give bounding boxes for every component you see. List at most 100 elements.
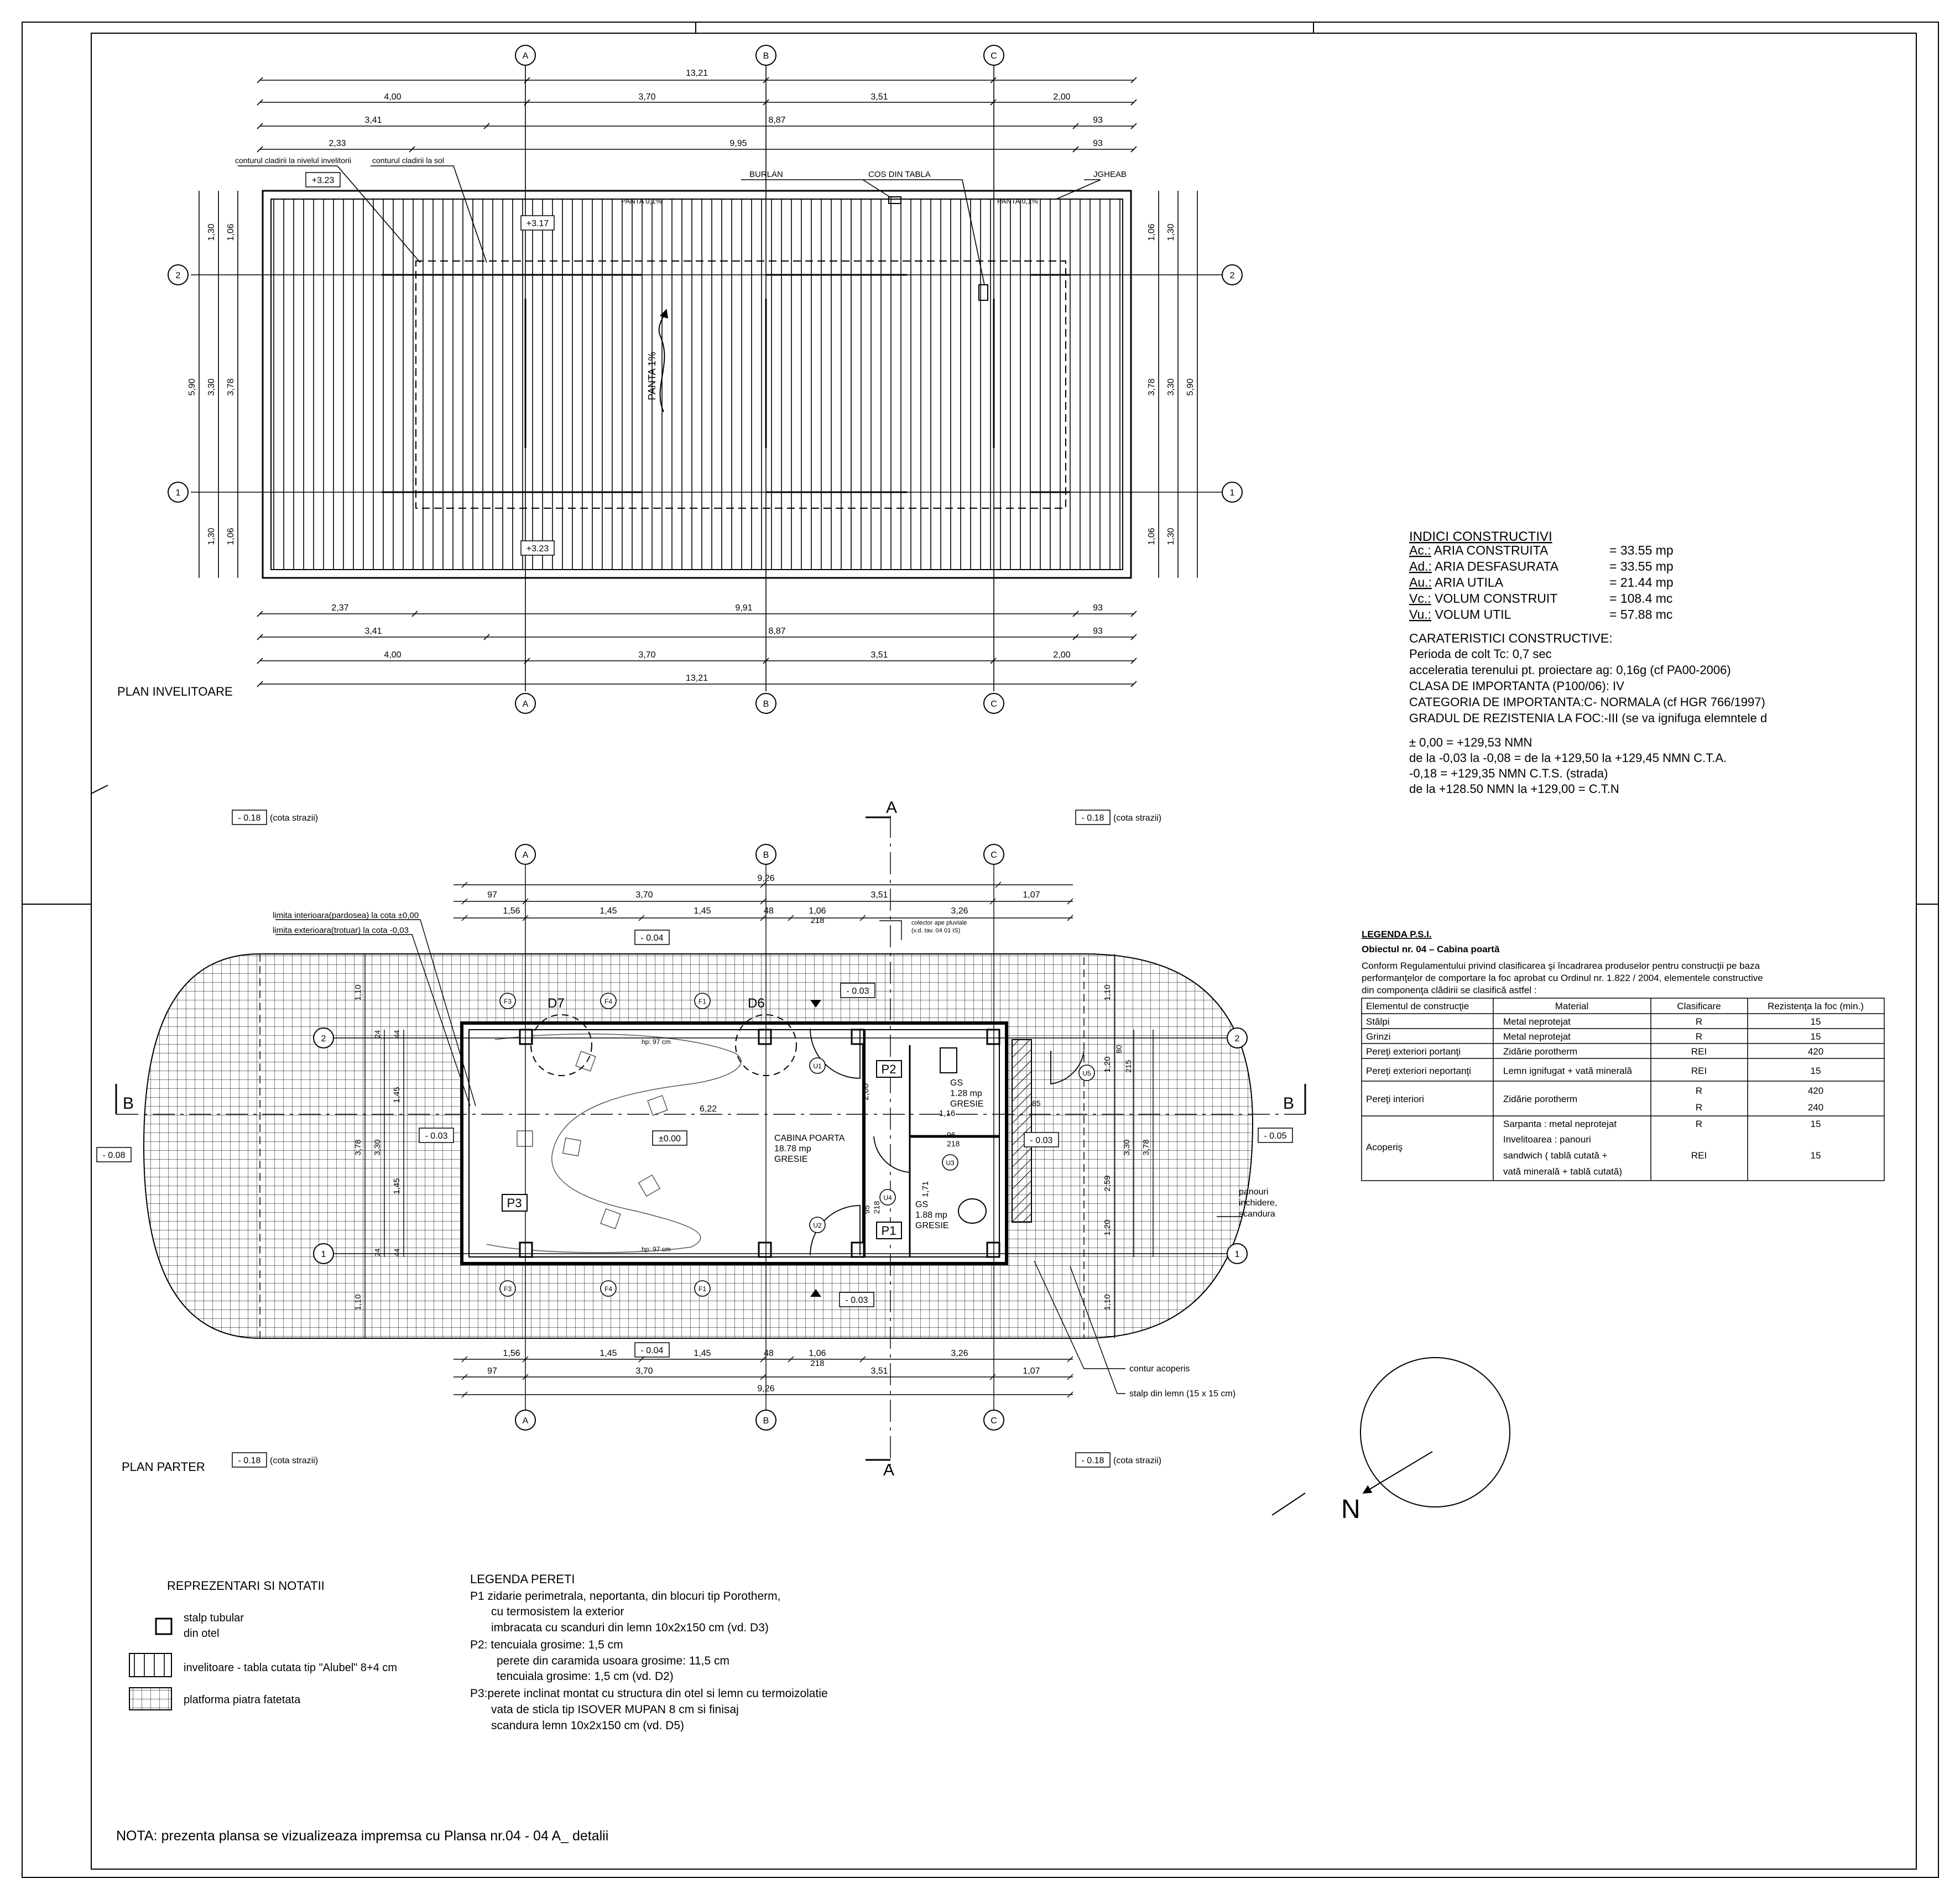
ground-plan: D7 D6 A A B B CABINA POARTA 18.78 mp GRE… (96, 799, 1306, 1479)
level-tag: - 0.04 (634, 1342, 670, 1358)
svg-text:- 0.18: - 0.18 (1082, 813, 1104, 823)
level-tag: - 0.18 (cota strazii) (232, 810, 318, 825)
roof-dim: 2,33 (329, 139, 346, 148)
level-tag: - 0.05 (1258, 1128, 1293, 1143)
ground-grid-lines (116, 816, 1305, 1465)
roof-level-3: +3.23 (520, 540, 555, 556)
detail-circle-d7 (530, 1014, 592, 1076)
room-dim: 95 (862, 1205, 871, 1214)
svg-text:B: B (763, 1416, 769, 1426)
svg-text:(cota strazii): (cota strazii) (1113, 813, 1161, 823)
ground-dim-side: 2,59 (1103, 1175, 1112, 1191)
door-swings (810, 1028, 1085, 1256)
collector-label: colector ape pluviale (911, 920, 967, 926)
cote-line: de la -0,03 la -0,08 = de la +129,50 la … (1409, 751, 1727, 765)
roof-dim-side: 1,30 (1166, 528, 1176, 545)
roof-dims-bottom (257, 611, 1137, 687)
roof-outer-outline (262, 190, 1132, 579)
pereti-legend: LEGENDA PERETI P1 zidarie perimetrala, n… (470, 1572, 828, 1732)
roof-dim: 93 (1093, 116, 1103, 125)
roof-dim: 9,91 (735, 603, 752, 613)
pereti-line: P3:perete inclinat montat cu structura d… (470, 1687, 828, 1700)
svg-text:1: 1 (1230, 488, 1235, 498)
svg-text:= 57.88 mc: = 57.88 mc (1609, 607, 1672, 622)
level-tag: ±0.00 (652, 1130, 687, 1146)
ground-dims-bottom (453, 1356, 1073, 1398)
room-area: 1.88 mp (915, 1211, 947, 1220)
indici-constructivi: INDICI CONSTRUCTIVI Ac.: ARIA CONSTRUITA… (1409, 529, 1767, 796)
detail-label-d6: D6 (748, 996, 765, 1011)
square-icon (155, 1618, 173, 1635)
svg-text:A: A (523, 700, 529, 709)
svg-text:F3: F3 (504, 1285, 512, 1293)
roof-dim: 3,70 (638, 92, 655, 102)
level-tag: - 0.03 (419, 1128, 454, 1143)
room-dim: 96 (947, 1130, 956, 1139)
room-floor: GRESIE (950, 1099, 983, 1109)
roof-dim-side: 1,30 (207, 223, 216, 241)
pereti-line: P2: tencuiala grosime: 1,5 cm (470, 1639, 623, 1651)
ground-dim: 1,45 (600, 906, 617, 916)
svg-text:A: A (523, 1416, 529, 1426)
svg-text:- 0.04: - 0.04 (641, 933, 664, 943)
ground-dim: 9,26 (757, 874, 774, 883)
level-tag: - 0.04 (634, 930, 670, 945)
room-length: 6,22 (700, 1104, 717, 1114)
ground-dim-side: 1,10 (1103, 984, 1112, 1000)
roof-dim: 3,51 (870, 92, 888, 102)
svg-text:Zidărie porotherm: Zidărie porotherm (1503, 1046, 1577, 1057)
roof-dims-side (199, 191, 1198, 578)
room-name: CABINA POARTA (774, 1134, 845, 1143)
roof-level-2: +3.17 (520, 215, 555, 231)
svg-text:Stâlpi: Stâlpi (1366, 1016, 1390, 1027)
pereti-line: P1 zidarie perimetrala, neportanta, din … (470, 1590, 780, 1603)
roof-dim: 8,87 (768, 627, 785, 636)
svg-text:F4: F4 (604, 998, 612, 1005)
panouri-label: inchidere, (1239, 1198, 1277, 1208)
roof-dim: 3,41 (364, 116, 382, 125)
caract-line: CATEGORIA DE IMPORTANTA:C- NORMALA (cf H… (1409, 695, 1765, 709)
svg-text:Vc.: VOLUM CONSTRUIT: Vc.: VOLUM CONSTRUIT (1409, 591, 1557, 606)
ground-dim-side: 3,30 (1122, 1139, 1132, 1155)
ground-dim: 3,26 (951, 906, 968, 916)
svg-text:(cota strazii): (cota strazii) (270, 813, 318, 823)
svg-text:+3.23: +3.23 (527, 544, 549, 554)
roof-plan: 13,21 4,00 3,70 3,51 2,00 3,41 8,87 93 2… (117, 45, 1243, 714)
svg-text:Zidărie porotherm: Zidărie porotherm (1503, 1094, 1577, 1104)
svg-text:B: B (763, 700, 769, 709)
ground-dim: 48 (764, 1349, 774, 1358)
svg-text:240: 240 (1808, 1102, 1823, 1113)
pereti-line: vata de sticla tip ISOVER MUPAN 8 cm si … (491, 1703, 739, 1716)
svg-text:Rezistenţa la foc (min.): Rezistenţa la foc (min.) (1768, 1001, 1864, 1011)
svg-text:2: 2 (1230, 271, 1235, 280)
roof-contour-dashed (259, 953, 1085, 1339)
ground-dim: 9,26 (757, 1384, 774, 1394)
roof-dim-side: 1,06 (1147, 528, 1156, 545)
roof-dim: 8,87 (768, 116, 785, 125)
ground-dim: 3,51 (870, 1366, 888, 1376)
room-name: GS (915, 1200, 928, 1209)
hp-label: hp: 97 cm (642, 1245, 671, 1253)
ground-plan-title: PLAN PARTER (122, 1460, 205, 1474)
svg-text:Au.: ARIA UTILA: Au.: ARIA UTILA (1409, 575, 1504, 589)
ground-dim-side: 1,10 (1103, 1294, 1112, 1310)
roof-dim: 93 (1093, 627, 1103, 636)
roof-rafters (382, 274, 1070, 493)
building-walls (460, 1021, 1008, 1265)
notatii-label: platforma piatra fatetata (184, 1694, 301, 1706)
svg-text:- 0.04: - 0.04 (641, 1346, 664, 1355)
psi-table-row: Pereţi interiori Zidărie porotherm R R 4… (1366, 1086, 1823, 1113)
pereti-line: perete din caramida usoara grosime: 11,5… (497, 1655, 729, 1667)
svg-text:B: B (763, 851, 769, 860)
roof-dim-total-bottom: 13,21 (686, 674, 708, 683)
svg-text:- 0.18: - 0.18 (1082, 1456, 1104, 1465)
north-arrow: N (1271, 1357, 1510, 1524)
section-b-left: B (123, 1094, 134, 1113)
hatch-vertical-icon (129, 1653, 172, 1677)
pereti-line: imbracata cu scanduri din lemn 10x2x150 … (491, 1621, 769, 1634)
roof-level-1: +3.23 (305, 172, 341, 187)
svg-text:- 0.18: - 0.18 (238, 1456, 261, 1465)
svg-text:Elementul de construcţie: Elementul de construcţie (1366, 1001, 1469, 1011)
cote-line: ± 0,00 = +129,53 NMN (1409, 735, 1532, 749)
